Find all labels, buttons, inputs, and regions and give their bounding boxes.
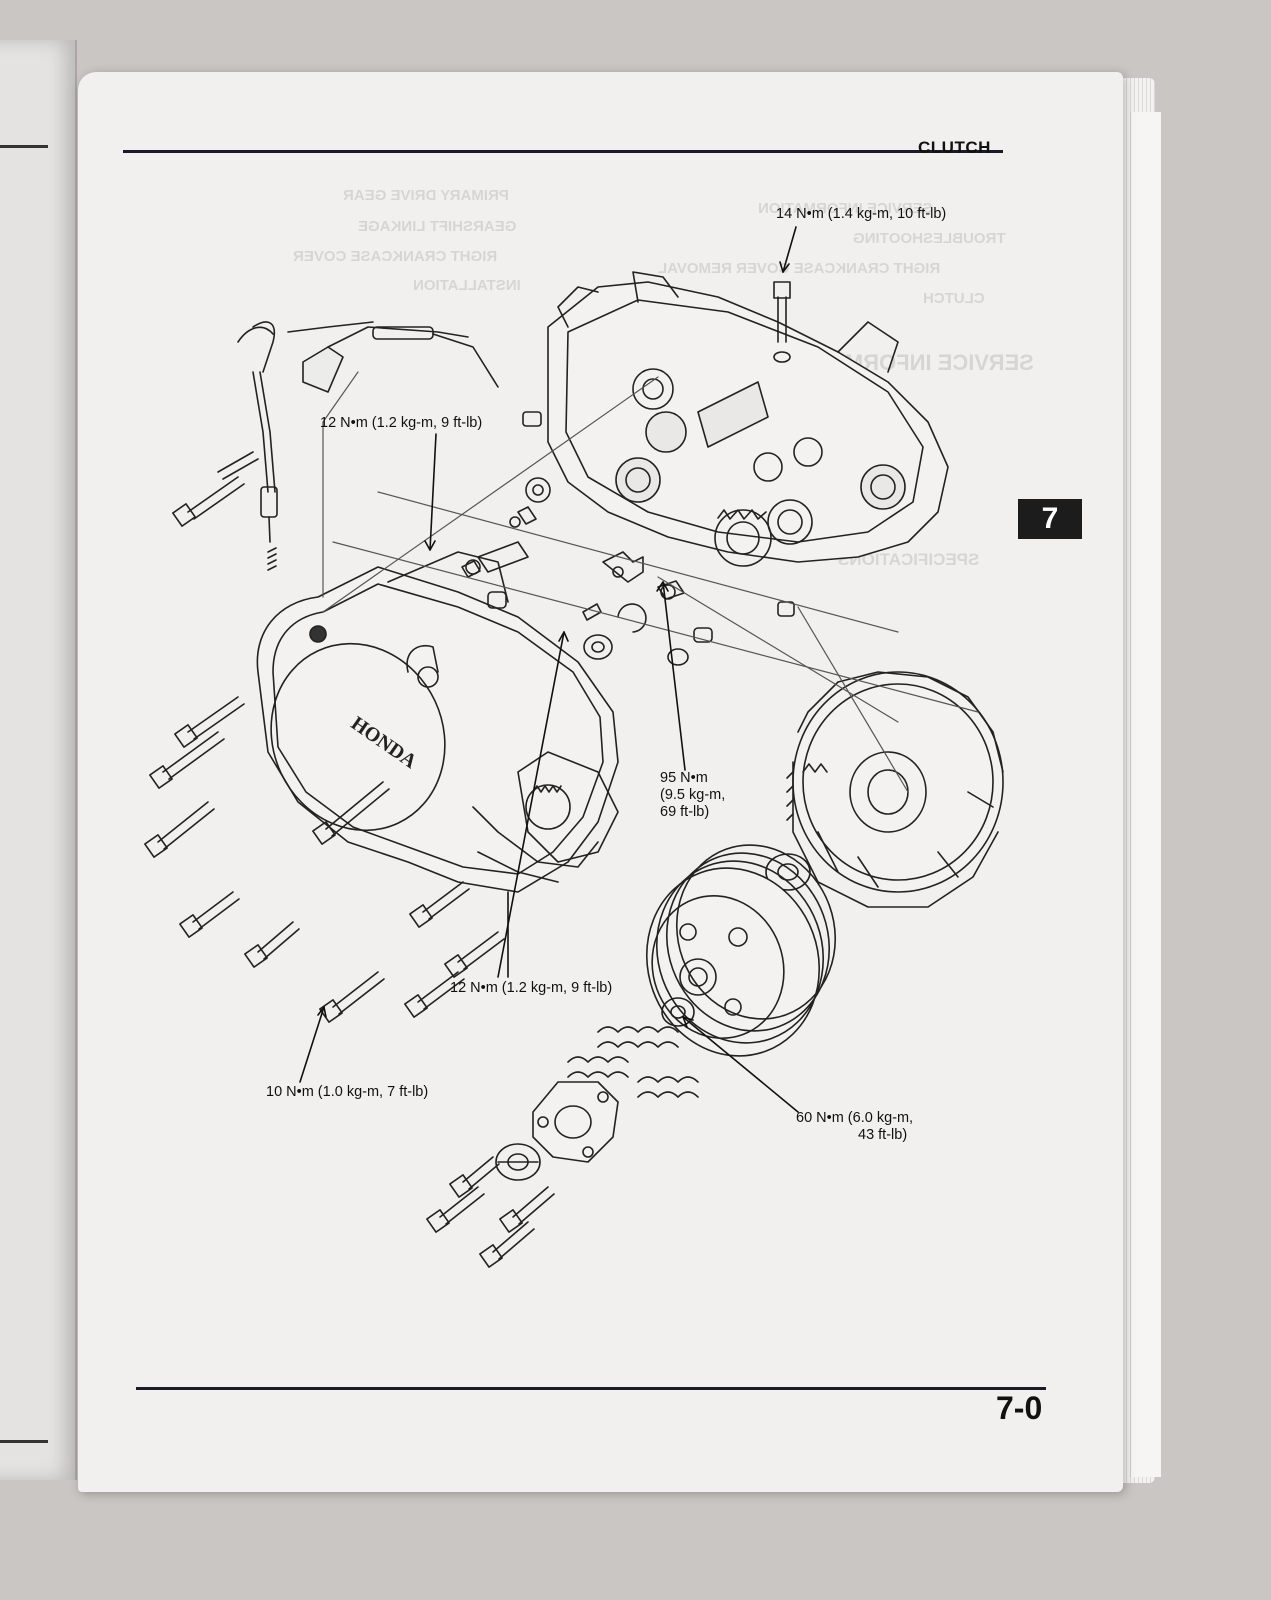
- clutch-outer: [765, 671, 1004, 908]
- crankcase: [547, 271, 949, 567]
- assembly-centerlines: [322, 371, 979, 793]
- clutch-plates: [645, 844, 837, 1057]
- torque-callout-locknut-line1: 95 N•m: [660, 770, 708, 786]
- clutch-springs: [495, 1026, 699, 1181]
- torque-callout-lifter-bolts: 10 N•m (1.0 kg-m, 7 ft-lb): [266, 1084, 429, 1100]
- torque-callout-clutch-nut: 60 N•m (6.0 kg-m, 43 ft-lb): [796, 1110, 913, 1144]
- callout-leaders: [299, 226, 799, 1113]
- section-title: CLUTCH: [918, 138, 991, 157]
- header-rule: [123, 150, 1003, 153]
- manual-page: PRIMARY DRIVE GEAR GEARSHIFT LINKAGE RIG…: [78, 72, 1123, 1492]
- facing-page-edge: [0, 40, 77, 1480]
- cover-bolts-left: [144, 696, 505, 1023]
- footer-rule: [136, 1387, 1046, 1390]
- book-back-cover: [1130, 112, 1161, 1477]
- torque-callout-cover-bolts: 12 N•m (1.2 kg-m, 9 ft-lb): [450, 980, 613, 996]
- top-bolt: [773, 281, 791, 363]
- torque-callout-locknut-line3: 69 ft-lb): [660, 804, 710, 820]
- clutch-exploded-diagram: HONDA: [144, 226, 1004, 1268]
- lifter-bolts: [426, 1156, 555, 1268]
- torque-callout-clutch-nut-line1: 60 N•m (6.0 kg-m,: [796, 1110, 914, 1126]
- chapter-tab: 7: [1018, 499, 1082, 539]
- clutch-cable: [237, 321, 499, 571]
- small-parts: [461, 411, 795, 666]
- lever-bolts: [172, 451, 259, 527]
- right-crankcase-cover: [256, 551, 619, 893]
- torque-callout-clutch-nut-line2: 43 ft-lb): [858, 1127, 908, 1143]
- torque-callout-locknut: 95 N•m (9.5 kg-m, 69 ft-lb): [660, 770, 725, 821]
- page-number: 7-0: [996, 1390, 1043, 1426]
- torque-callout-locknut-line2: (9.5 kg-m,: [660, 787, 726, 803]
- torque-callout-top-bolt: 14 N•m (1.4 kg-m, 10 ft-lb): [776, 206, 947, 222]
- torque-callout-lever: 12 N•m (1.2 kg-m, 9 ft-lb): [320, 415, 483, 431]
